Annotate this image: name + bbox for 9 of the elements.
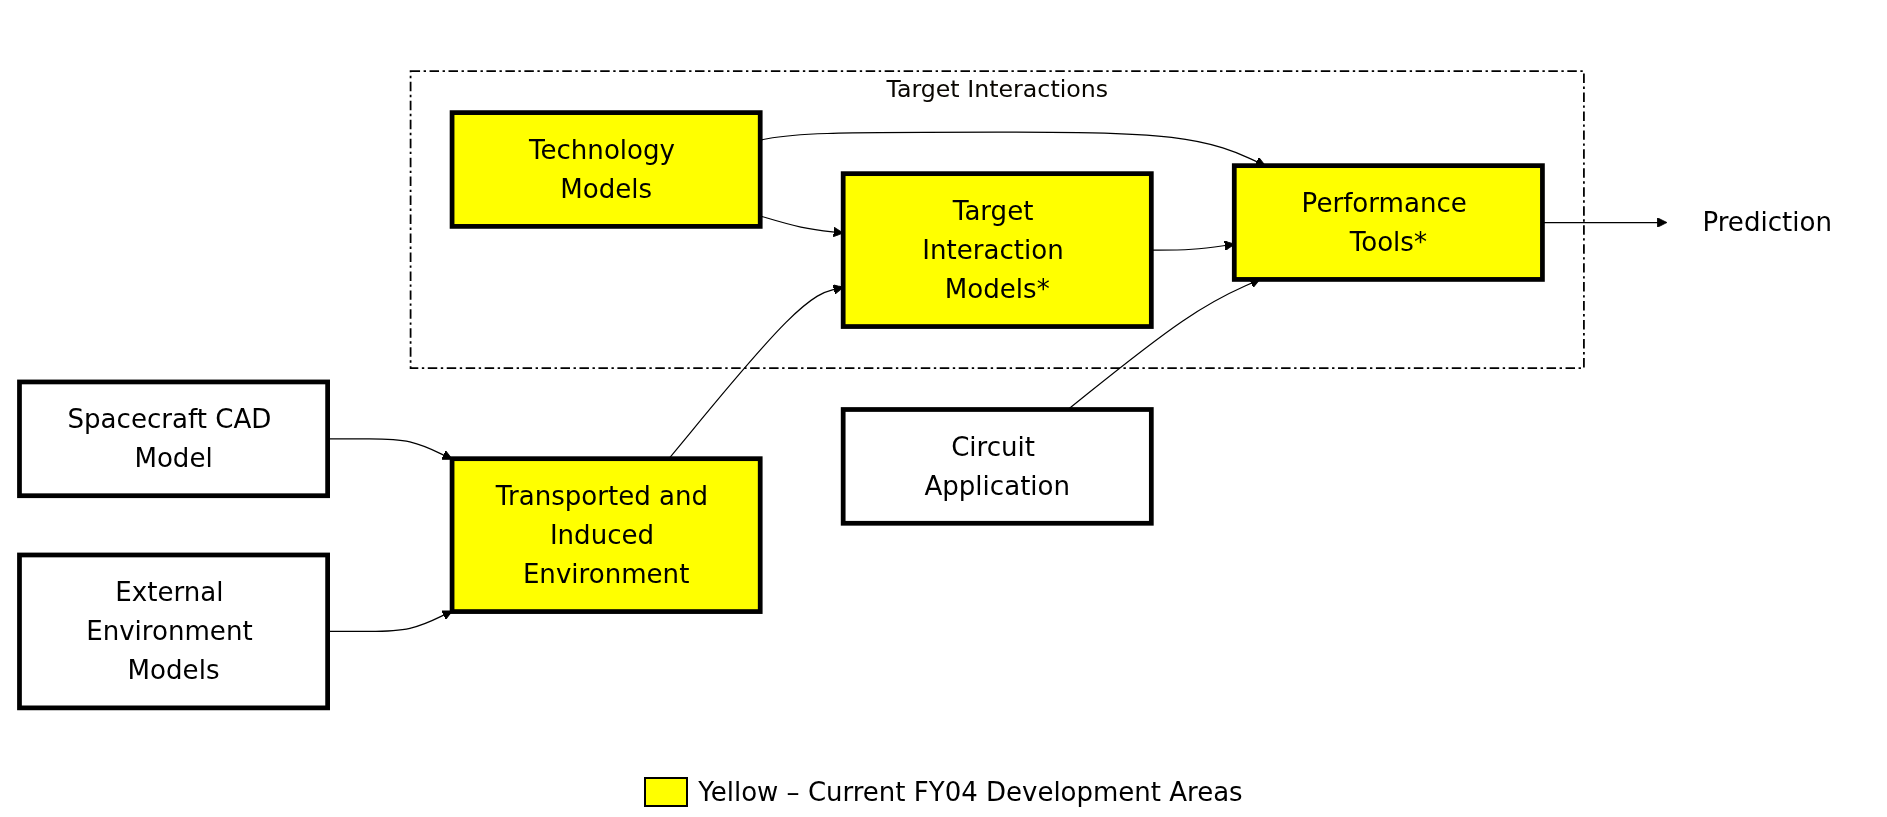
node-box: Transported and Induced Environment [449,456,763,614]
node-box: Circuit Application [840,407,1154,526]
node-box: Technology Models [449,110,763,229]
legend-text: Yellow – Current FY04 Development Areas [698,777,1243,807]
node-text: Prediction [1702,207,1832,238]
node-box: Target Interaction Models* [840,171,1154,329]
node-box: Performance Tools* [1231,163,1545,282]
node-box: Spacecraft CAD Model [17,379,330,499]
node-box: External Environment Models [17,552,330,711]
